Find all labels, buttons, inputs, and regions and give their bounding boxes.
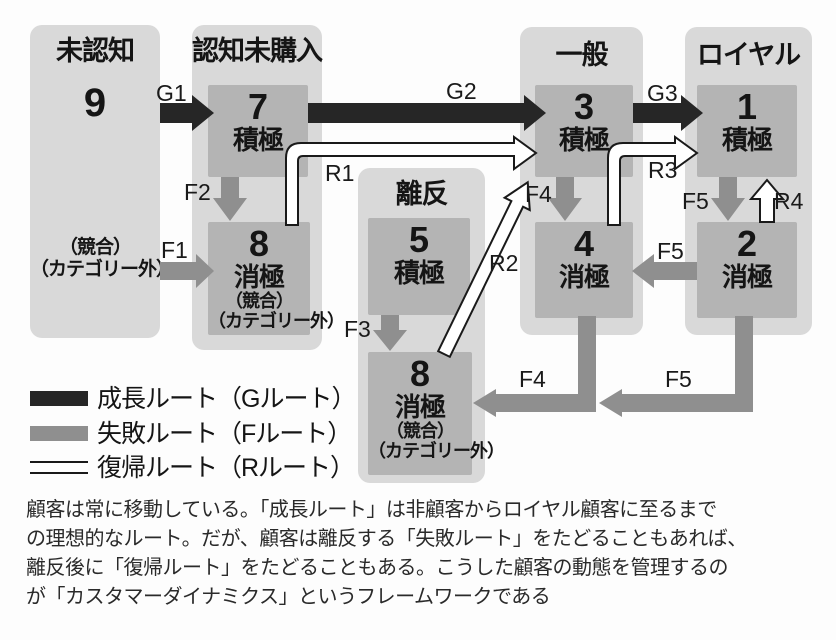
segment-note: （競合） <box>386 420 455 441</box>
segment-note: （カテゴリー外） <box>368 441 505 462</box>
arrow-label-g2: G2 <box>446 78 477 104</box>
arrow-label-g3: G3 <box>647 80 678 106</box>
segment-box-churn-passive: 8 消極 （競合） （カテゴリー外） <box>368 352 505 475</box>
segment-number: 1 <box>736 86 758 127</box>
group-title-aware-nonbuyer: 認知未購入 <box>192 36 323 66</box>
segment-label: 消極 <box>558 261 610 292</box>
segment-note: （競合） <box>225 290 294 311</box>
failure-arrow-f5-elbow-horizontal <box>620 394 753 412</box>
segment-note: （競合） <box>58 237 132 258</box>
legend-swatch-return <box>30 461 88 474</box>
legend-swatch-failure <box>30 426 88 441</box>
arrow-label-r4: R4 <box>774 188 804 214</box>
segment-box-churn-active: 5 積極 <box>368 218 470 315</box>
arrow-label-r1: R1 <box>325 160 355 186</box>
group-aware-nonbuyer: 認知未購入 7 積極 8 消極 （競合） （カテゴリー外） <box>192 25 345 350</box>
segment-notes-unaware: （競合） （カテゴリー外） <box>30 237 175 281</box>
figure-caption: 顧客は常に移動している。「成長ルート」は非顧客からロイヤル顧客に至るまで の理想… <box>26 496 747 612</box>
caption-line: が「カスタマーダイナミクス」というフレームワークである <box>26 586 551 608</box>
arrow-label-f5c: F5 <box>665 366 692 392</box>
failure-arrow-f4-elbow-horizontal <box>494 394 596 412</box>
segment-number-9: 9 <box>83 81 107 125</box>
segment-label: 積極 <box>721 124 773 155</box>
segment-number: 7 <box>247 86 269 127</box>
segment-box-aware-active: 7 積極 <box>208 85 308 177</box>
group-title-general: 一般 <box>555 40 609 70</box>
segment-note: （カテゴリー外） <box>30 259 175 280</box>
segment-label: 積極 <box>232 124 284 155</box>
segment-note: （カテゴリー外） <box>208 311 345 332</box>
arrow-label-f4: F4 <box>525 181 552 207</box>
arrow-label-r2: R2 <box>489 250 519 276</box>
segment-label: 消極 <box>394 391 446 422</box>
legend-swatch-growth <box>30 391 88 406</box>
segment-box-loyal-active: 1 積極 <box>697 85 797 177</box>
arrow-label-f5: F5 <box>682 188 709 214</box>
segment-label: 消極 <box>233 261 285 292</box>
group-unaware: 未認知 9 （競合） （カテゴリー外） <box>30 25 175 338</box>
group-loyal: ロイヤル 1 積極 2 消極 <box>685 27 812 335</box>
arrow-label-f3: F3 <box>344 316 371 342</box>
segment-number: 3 <box>573 86 595 127</box>
group-title-unaware: 未認知 <box>56 36 135 66</box>
group-title-loyal: ロイヤル <box>696 40 801 70</box>
legend-label-failure: 失敗ルート（Fルート） <box>97 420 352 448</box>
segment-number: 5 <box>408 219 430 260</box>
segment-box-aware-passive: 8 消極 （競合） （カテゴリー外） <box>208 222 345 335</box>
arrow-label-f4b: F4 <box>519 366 546 392</box>
segment-box-general-passive: 4 消極 <box>535 222 633 318</box>
segment-number: 8 <box>409 353 431 394</box>
arrow-label-g1: G1 <box>156 80 187 106</box>
group-title-churned: 離反 <box>395 179 449 209</box>
segment-number: 2 <box>736 223 758 264</box>
caption-line: 顧客は常に移動している。「成長ルート」は非顧客からロイヤル顧客に至るまで <box>26 499 717 521</box>
legend-label-return: 復帰ルート（Rルート） <box>97 454 355 482</box>
segment-label: 積極 <box>393 257 445 288</box>
segment-label: 積極 <box>558 124 610 155</box>
segment-box-general-active: 3 積極 <box>535 85 633 177</box>
segment-box-loyal-passive: 2 消極 <box>697 222 797 318</box>
segment-number: 4 <box>573 223 595 264</box>
arrow-label-f2: F2 <box>184 179 211 205</box>
arrow-label-r3: R3 <box>648 157 678 183</box>
caption-line: 離反後に「復帰ルート」をたどることもある。こうした顧客の動態を管理するの <box>26 557 728 579</box>
growth-arrow-g2 <box>308 95 546 131</box>
caption-line: の理想的なルート。だが、顧客は離反する「失敗ルート」をたどることもあれば、 <box>26 528 747 550</box>
group-churned: 離反 5 積極 8 消極 （競合） （カテゴリー外） <box>358 168 505 483</box>
legend-label-growth: 成長ルート（Gルート） <box>97 385 356 413</box>
arrow-label-f5b: F5 <box>657 238 684 264</box>
arrow-label-f1: F1 <box>161 237 188 263</box>
segment-label: 消極 <box>721 261 773 292</box>
segment-number: 8 <box>248 223 270 264</box>
failure-arrow-f5-elbow-head <box>599 389 622 417</box>
